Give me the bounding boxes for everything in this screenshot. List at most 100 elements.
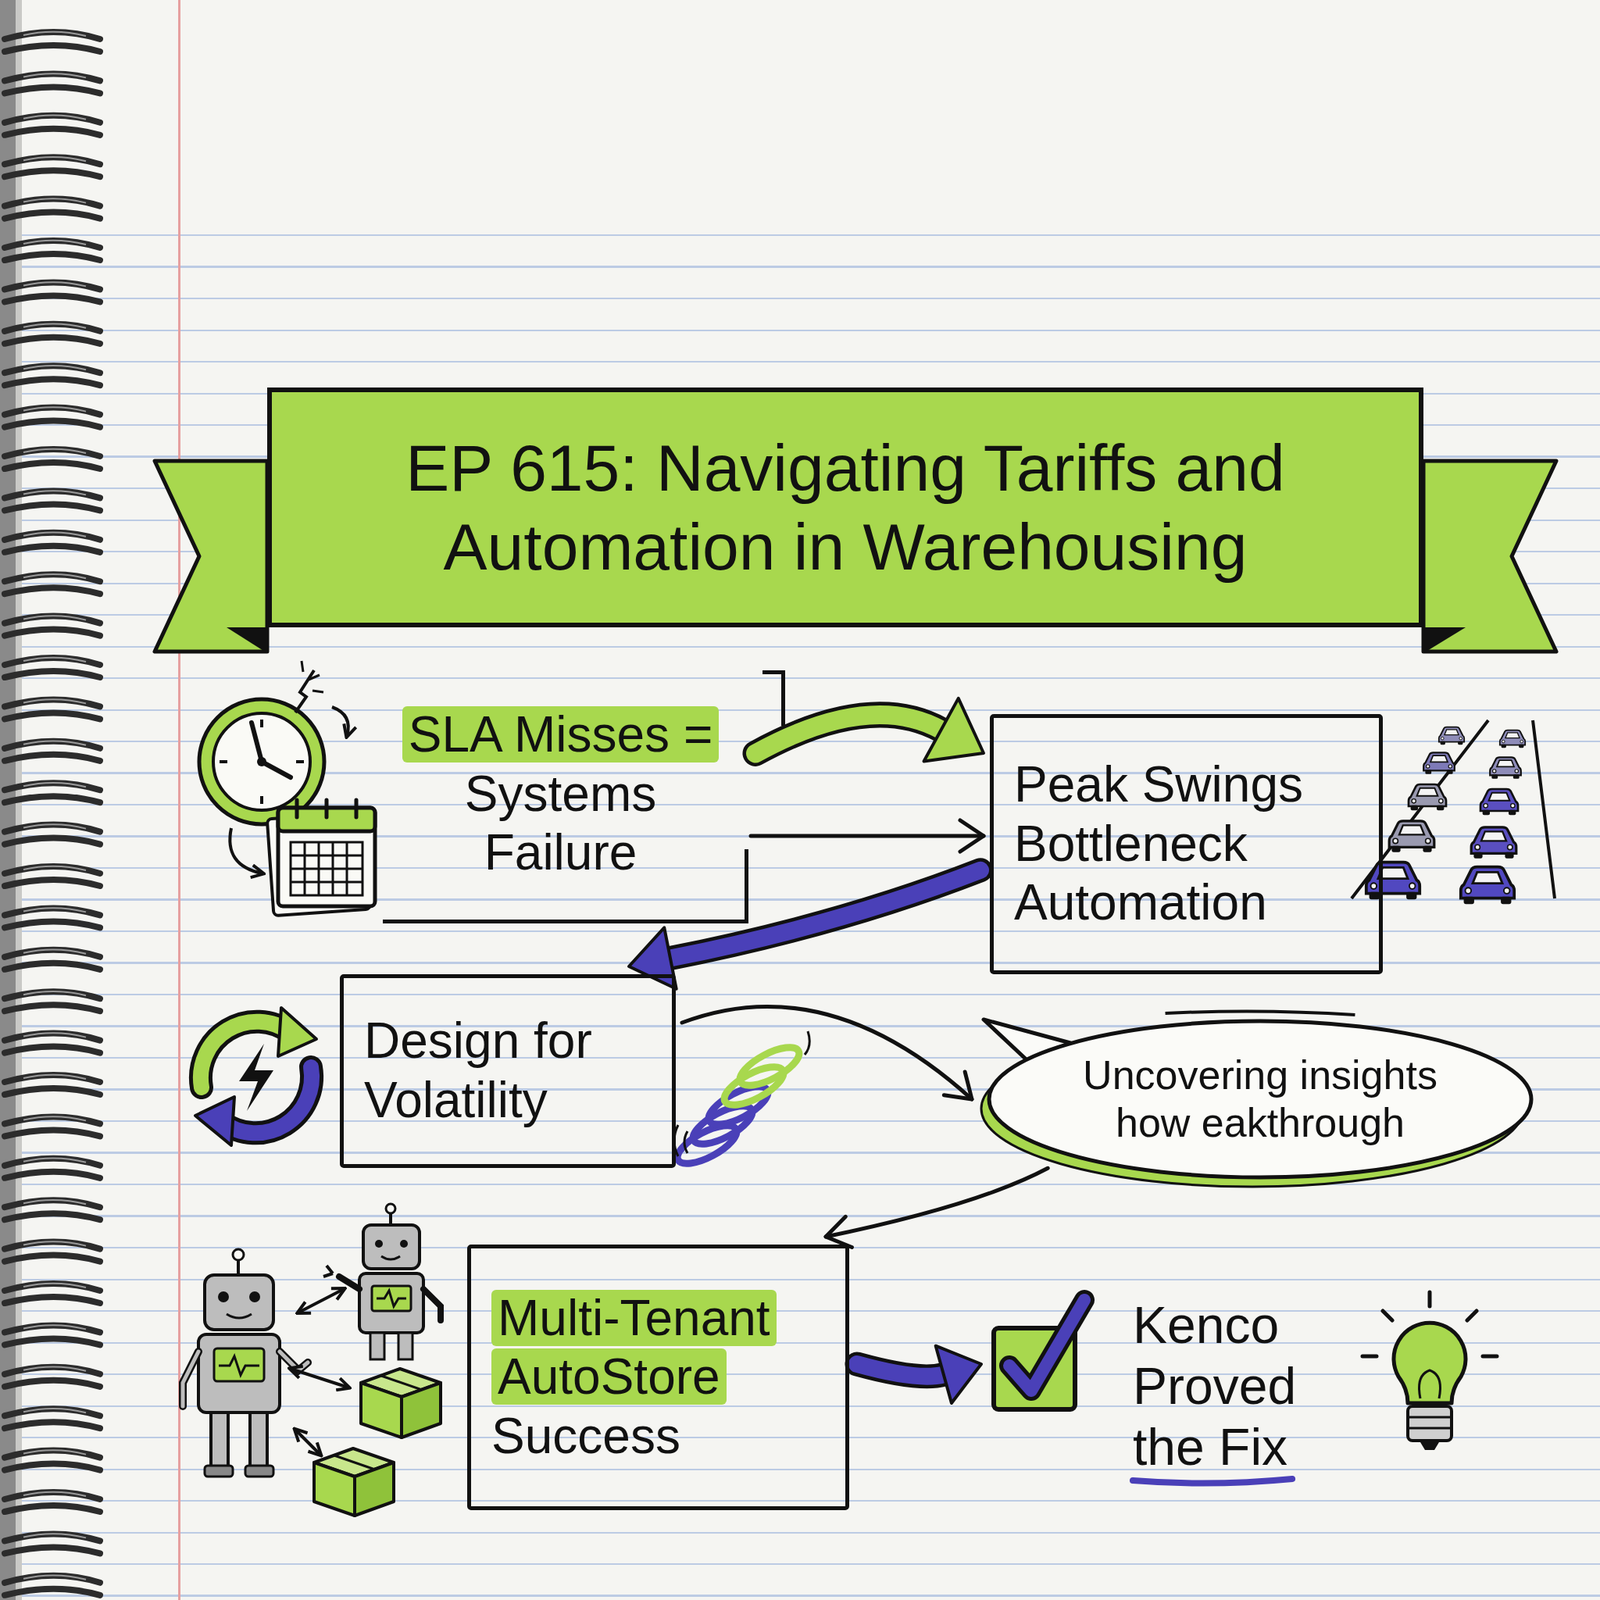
spiral-ring [4,1116,100,1124]
connector [750,820,984,852]
title-ribbon-tails-part [154,460,268,652]
spiral-ring [4,240,100,248]
spiral-ring [4,253,100,261]
clock-icon-part [251,722,291,778]
spiral-ring [4,1213,100,1220]
robots-icon-part [214,1348,265,1382]
spiral-ring-shine [23,1325,86,1329]
spiral-ring [4,1046,100,1054]
spiral-ring [4,1367,100,1375]
spiral-ring [4,295,100,302]
highlighted-label: Multi-Tenant AutoStore [491,1289,777,1406]
spiral-ring [4,1546,100,1554]
spiral-ring [4,866,100,874]
cycle-icon-part [278,1007,317,1057]
text-line: Kenco Proved the Fix [1132,1295,1338,1479]
spiral-ring [4,1450,100,1458]
spiral-ring-shine [23,574,86,579]
spiral-ring [4,1589,100,1596]
spiral-ring-shine [23,115,86,120]
arrow-head [960,820,984,852]
bubble-body [989,1021,1532,1178]
spiral-ring [4,712,100,719]
spiral-ring [4,825,100,833]
arrow-head [628,927,677,989]
spiral-ring [4,1158,100,1166]
title-banner: EP 615: Navigating Tariffs and Automatio… [267,387,1424,628]
lightbulb-icon-part [1420,1442,1440,1450]
robots-icon-part [236,1259,240,1274]
traffic-jam-icon-part [1489,757,1522,779]
spiral-ring [4,337,100,344]
text-line: Peak Swings Bottleneck Automation [1014,755,1359,933]
clock-icon-part [213,713,311,811]
robots-icon-part [218,1356,260,1375]
connector-line [682,1006,972,1100]
spiral-ring [4,407,100,415]
spiral-ring-shine [23,324,86,329]
traffic-jam-icon-part [1480,789,1518,815]
spring-icon-part [674,1031,810,1157]
spiral-ring [4,1492,100,1500]
margin-line [178,0,181,1600]
spiral-ring [4,671,100,678]
spiral-ring-shine [23,240,86,245]
connector-line [825,1167,1048,1237]
process-box: Design for Volatility [339,974,676,1168]
node-label: Success [491,1407,681,1465]
checkmark [1009,1300,1085,1391]
calendar-icon [267,800,375,916]
spiral-ring-shine [23,449,86,454]
robots-icon-part [232,1249,244,1261]
spiral-ring [4,546,100,553]
spiral-ring-shine [23,866,86,871]
robots-icon-part [182,1351,308,1407]
spiral-ring [4,1533,100,1541]
bubble-top-stroke [1165,1010,1356,1015]
calendar-icon-part [290,842,363,896]
calendar-icon-part [296,800,357,818]
arrow-head [935,1346,982,1404]
text-line: Multi-Tenant AutoStore [491,1289,825,1408]
spiral-ring [4,796,100,803]
spiral-ring-shine [23,615,86,620]
package-boxes-part [360,1382,402,1438]
clock-icon-part [219,719,304,804]
spiral-ring-shine [23,950,86,954]
text-line: SLA Misses = [392,705,729,765]
spiral-ring [4,1464,100,1471]
spiral-ring [4,1033,100,1041]
traffic-jam-icon-part [1423,752,1455,775]
connector-heads [924,698,984,762]
spiral-ring [4,212,100,219]
spiral-ring [4,1242,100,1250]
spiral-ring [4,754,100,761]
text-line: Success [491,1407,825,1467]
cycle-icon-part [195,1096,235,1146]
spiral-ring [4,32,100,40]
robots-icon-part [398,1332,413,1360]
spiral-ring-shine [23,741,86,746]
connector-heads [960,820,984,852]
node-label: Design for Volatility [364,1012,593,1129]
robots-icon-part [226,1314,252,1318]
spiral-ring [4,532,100,540]
robots-icon-part [210,1412,229,1468]
spiral-ring [4,1004,100,1011]
traffic-jam-icon-part [1408,784,1447,811]
traffic-jam-icon-part [1389,821,1435,853]
connector-heads [935,1346,982,1404]
node-label: Kenco Proved the Fix [1132,1296,1297,1476]
robots-icon-part [204,1465,233,1477]
spiral-ring [4,950,100,958]
spiral-ring [4,1575,100,1583]
bubble-outline [979,1010,1541,1189]
spiral-ring [4,1408,100,1416]
lightbulb-icon-part [1362,1292,1497,1357]
spiral-ring [4,73,100,81]
connector [628,870,981,990]
spiral-ring-shine [23,699,86,704]
spiral-ring [4,1283,100,1291]
spiral-ring-shine [23,1075,86,1079]
spiral-ring-shine [23,991,86,996]
